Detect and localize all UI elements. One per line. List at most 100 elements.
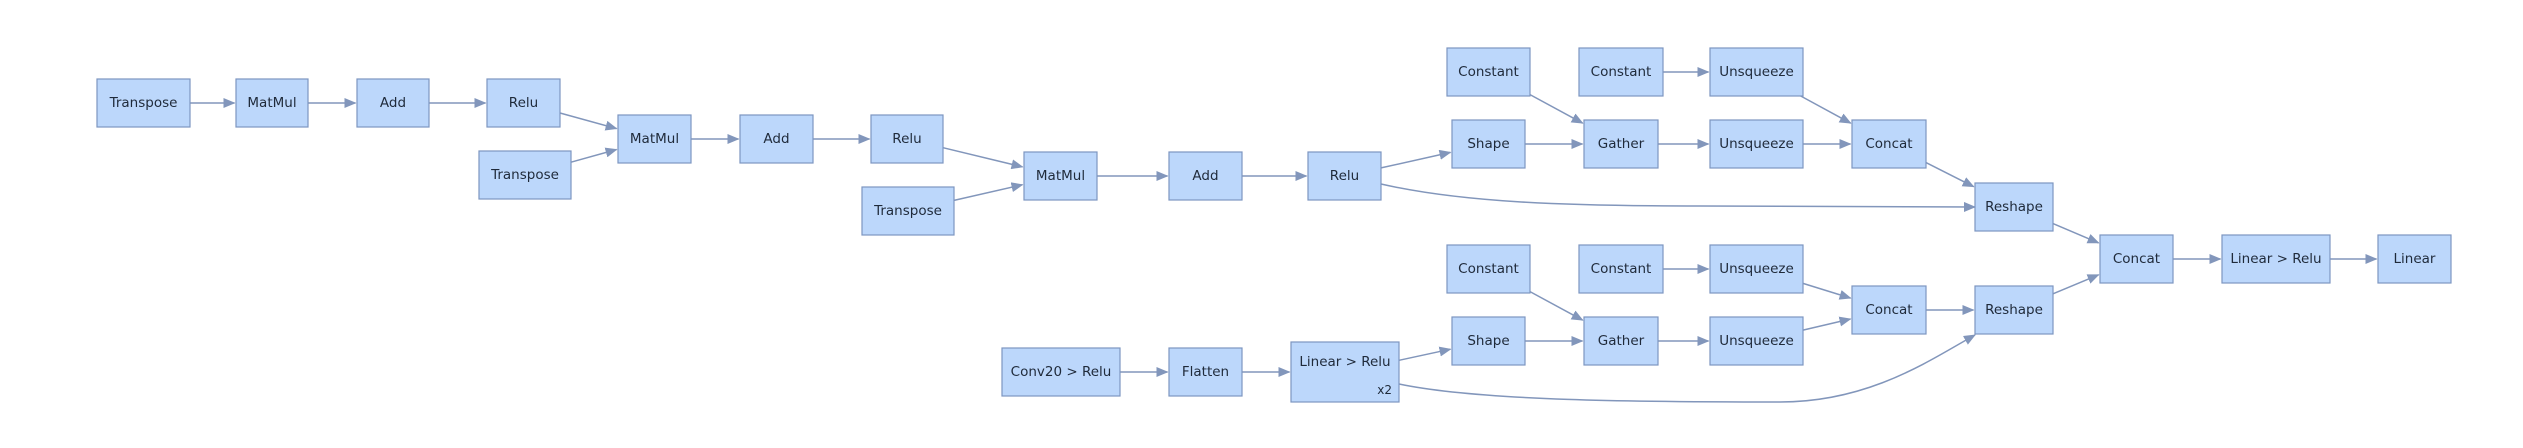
node-relu-3[interactable]: Relu [1307,151,1382,201]
node-constant-2[interactable]: Constant [1578,47,1664,97]
node-add-2[interactable]: Add [739,114,814,164]
node-linear-final[interactable]: Linear [2377,234,2452,284]
node-concat-1[interactable]: Concat [1851,119,1927,169]
edge-concat-1-to-reshape-1 [1925,161,1975,188]
node-box [1578,244,1664,294]
node-label: Concat [1865,302,1912,318]
node-concat-final[interactable]: Concat [2099,234,2174,284]
node-label: Shape [1467,333,1509,349]
node-box [1578,47,1664,97]
node-box [1851,285,1927,335]
node-gather-2[interactable]: Gather [1583,316,1659,366]
edge-transpose-2-to-matmul-2 [570,147,618,163]
edge-layer [190,67,2378,403]
node-box [1851,119,1927,169]
node-matmul-1[interactable]: MatMul [235,78,309,128]
edge-reshape-1-to-concat-final [2052,222,2100,244]
node-add-1[interactable]: Add [356,78,430,128]
node-relu-1[interactable]: Relu [486,78,561,128]
node-relu-2[interactable]: Relu [870,114,944,164]
edge-relu-3-to-shape-1 [1380,149,1452,169]
node-linear-relu-final[interactable]: Linear > Relu [2221,234,2331,284]
node-label: MatMul [1036,168,1085,184]
node-box [2221,234,2331,284]
node-shape-2[interactable]: Shape [1451,316,1526,366]
node-shape-1[interactable]: Shape [1451,119,1526,169]
node-unsqueeze-1[interactable]: Unsqueeze [1709,47,1804,97]
node-label: Constant [1591,64,1652,80]
node-box [1451,316,1526,366]
node-transpose-1[interactable]: Transpose [96,78,191,128]
node-label: Unsqueeze [1719,136,1794,152]
node-box [1023,151,1098,201]
node-label: MatMul [247,95,296,111]
node-label: Concat [1865,136,1912,152]
node-linear-relu-x2[interactable]: Linear > Relu x2 [1290,341,1400,403]
node-label: Transpose [109,95,178,111]
node-transpose-3[interactable]: Transpose [861,186,955,236]
node-box [235,78,309,128]
node-concat-2[interactable]: Concat [1851,285,1927,335]
node-gather-1[interactable]: Gather [1583,119,1659,169]
edge-linear-relu-x2-to-reshape-2 [1398,334,1976,403]
node-constant-4[interactable]: Constant [1578,244,1664,294]
node-add-3[interactable]: Add [1168,151,1243,201]
node-transpose-2[interactable]: Transpose [478,150,572,200]
node-label: Linear [2394,251,2436,267]
node-box [1709,47,1804,97]
node-label: Linear > Relu [1299,354,1390,370]
node-label: Transpose [873,203,942,219]
edge-constant-3-to-gather-2 [1529,290,1584,321]
node-label: Relu [892,131,921,147]
node-box [861,186,955,236]
node-box [1974,285,2054,335]
node-box [1583,119,1659,169]
node-box [1709,316,1804,366]
node-label: Constant [1591,261,1652,277]
node-label: Reshape [1985,199,2043,215]
node-box [1451,119,1526,169]
edge-constant-1-to-gather-1 [1529,93,1584,124]
node-box [1446,47,1531,97]
node-reshape-1[interactable]: Reshape [1974,182,2054,232]
node-box [739,114,814,164]
node-box [870,114,944,164]
node-label: Add [763,131,789,147]
node-matmul-3[interactable]: MatMul [1023,151,1098,201]
node-box [1290,341,1400,403]
repeat-count-badge: x2 [1377,383,1392,397]
node-box [1974,182,2054,232]
node-box [478,150,572,200]
node-unsqueeze-2[interactable]: Unsqueeze [1709,119,1804,169]
node-box [486,78,561,128]
node-label: Relu [509,95,538,111]
node-matmul-2[interactable]: MatMul [617,114,692,164]
edge-reshape-2-to-concat-final [2052,274,2100,295]
node-label: Concat [2113,251,2160,267]
node-constant-1[interactable]: Constant [1446,47,1531,97]
node-label: Linear > Relu [2230,251,2321,267]
node-box [2377,234,2452,284]
node-flatten[interactable]: Flatten [1168,347,1243,397]
node-box [1709,119,1804,169]
node-label: Gather [1598,333,1645,349]
node-box [2099,234,2174,284]
node-label: Constant [1458,261,1519,277]
node-box [96,78,191,128]
node-conv-relu[interactable]: Conv20 > Relu [1001,347,1121,397]
node-reshape-2[interactable]: Reshape [1974,285,2054,335]
node-constant-3[interactable]: Constant [1446,244,1531,294]
node-label: Unsqueeze [1719,261,1794,277]
edge-unsqueeze-3-to-concat-2 [1802,282,1852,300]
node-label: Gather [1598,136,1645,152]
node-box [1709,244,1804,294]
node-unsqueeze-4[interactable]: Unsqueeze [1709,316,1804,366]
node-label: Relu [1330,168,1359,184]
edge-relu-2-to-matmul-3 [942,146,1024,170]
node-unsqueeze-3[interactable]: Unsqueeze [1709,244,1804,294]
node-label: Flatten [1182,364,1229,380]
node-box [1168,347,1243,397]
edge-relu-3-to-reshape-1 [1380,183,1976,212]
